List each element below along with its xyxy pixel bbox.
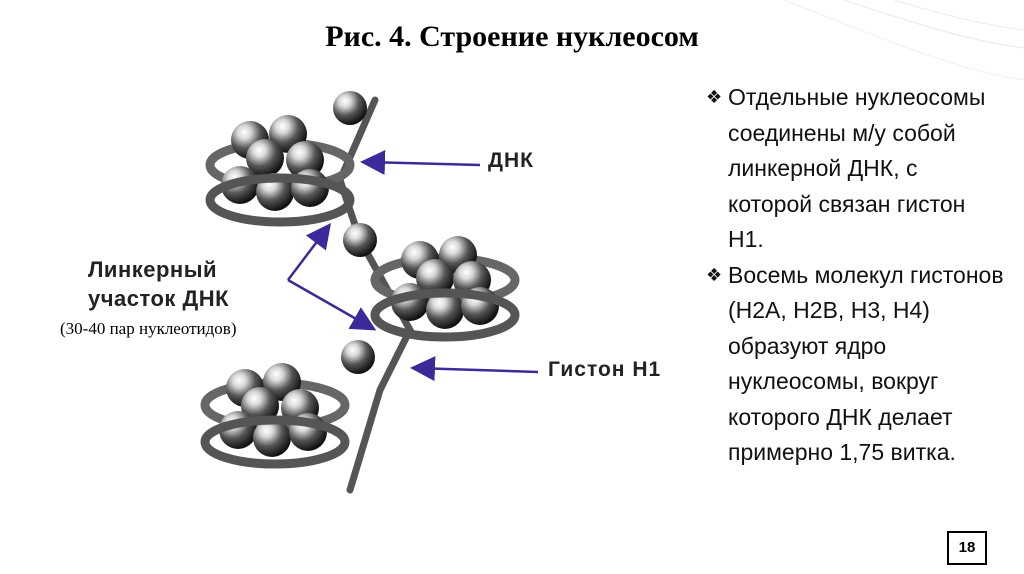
nucleosome-middle <box>375 236 515 337</box>
label-histone-h1: Гистон Н1 <box>548 358 661 382</box>
nucleosome-top <box>210 115 350 222</box>
nucleosome-bottom <box>205 363 345 464</box>
page-number: 18 <box>947 531 987 565</box>
label-linker-subtext: (30-40 пар нуклеотидов) <box>60 319 237 339</box>
bullet-text: Отдельные нуклеосомы соединены м/у собой… <box>728 84 985 252</box>
bullet-item: ❖ Восемь молекул гистонов (Н2А, Н2В, Н3,… <box>706 258 1006 471</box>
histone-h1-beads <box>333 91 377 374</box>
label-linker-line1: Линкерный <box>88 255 229 284</box>
bullet-text: Восемь молекул гистонов (Н2А, Н2В, Н3, Н… <box>728 262 1004 466</box>
label-linker-line2: участок ДНК <box>88 284 229 313</box>
slide-title: Рис. 4. Строение нуклеосом <box>0 20 1024 54</box>
label-dna: ДНК <box>488 149 534 173</box>
diamond-bullet-icon: ❖ <box>706 80 722 116</box>
bullet-item: ❖ Отдельные нуклеосомы соединены м/у соб… <box>706 80 1006 258</box>
label-linker-dna: Линкерный участок ДНК <box>88 255 229 313</box>
bullet-list: ❖ Отдельные нуклеосомы соединены м/у соб… <box>706 80 1006 471</box>
diamond-bullet-icon: ❖ <box>706 258 722 294</box>
